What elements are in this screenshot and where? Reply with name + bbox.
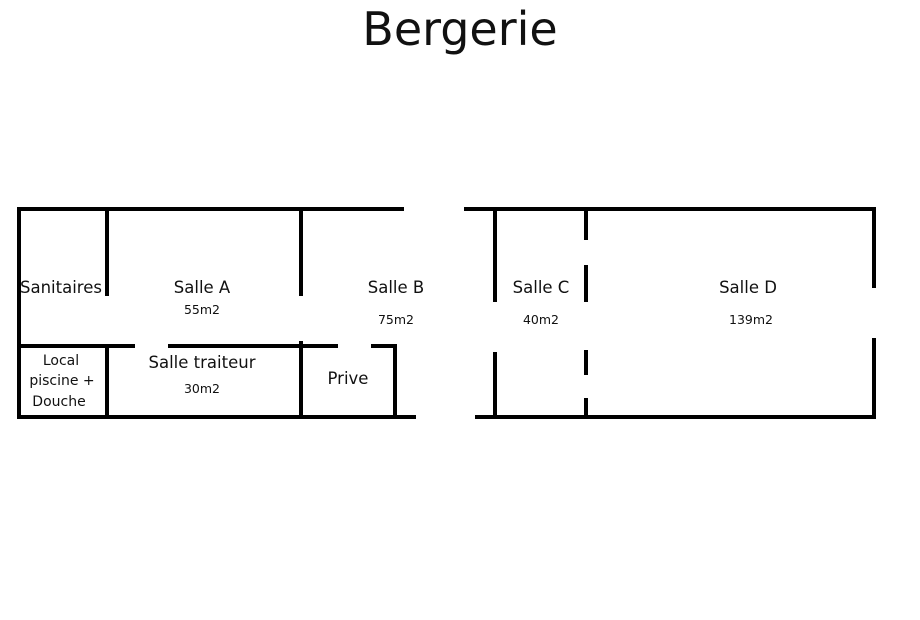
room-label-sanitaires: Sanitaires bbox=[20, 278, 102, 297]
room-label-salle-c: Salle C bbox=[513, 278, 570, 297]
room-area-salle-a: 55m2 bbox=[184, 302, 220, 317]
room-area-salle-c: 40m2 bbox=[523, 312, 559, 327]
room-area-salle-b: 75m2 bbox=[378, 312, 414, 327]
room-area-salle-traiteur: 30m2 bbox=[184, 381, 220, 396]
room-label-local-piscine-line1: Local bbox=[43, 353, 79, 369]
room-label-salle-a: Salle A bbox=[174, 278, 231, 297]
walls bbox=[17, 207, 876, 419]
room-area-salle-d: 139m2 bbox=[729, 312, 773, 327]
room-label-salle-d: Salle D bbox=[719, 278, 777, 297]
room-label-local-piscine-line2: piscine + bbox=[29, 373, 94, 389]
room-label-local-piscine-line3: Douche bbox=[32, 394, 85, 410]
room-label-salle-b: Salle B bbox=[368, 278, 424, 297]
room-labels: Sanitaires Salle A 55m2 Salle B 75m2 Sal… bbox=[20, 278, 777, 410]
room-label-prive: Prive bbox=[328, 369, 369, 388]
room-label-salle-traiteur: Salle traiteur bbox=[149, 353, 256, 372]
page-title: Bergerie bbox=[362, 2, 558, 56]
